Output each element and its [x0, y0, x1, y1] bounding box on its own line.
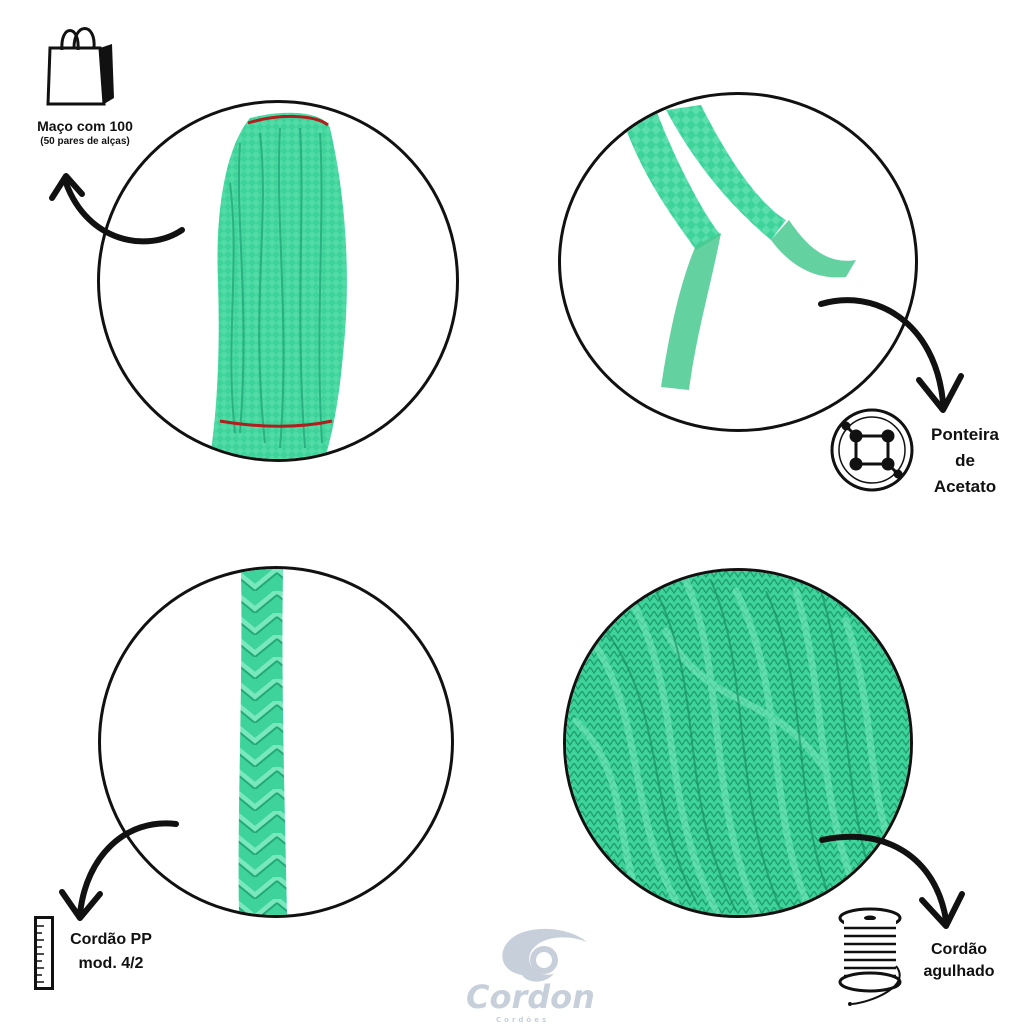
tip-photo: [621, 105, 856, 390]
brand-tagline: Cordões: [496, 1016, 550, 1024]
brand-name: Cordon: [466, 978, 595, 1016]
bundle-title: Maço com 100: [37, 118, 133, 134]
bundle-photo: [210, 112, 347, 459]
bundle-photo-circle: [97, 100, 459, 462]
needle-label-line2: agulhado: [923, 963, 995, 980]
arrow-icon-bundle: [49, 173, 185, 245]
brand-swirl-icon: [502, 928, 587, 982]
needle-photo-circle: [563, 568, 913, 918]
cord-label-line1: Cordão PP: [70, 931, 152, 948]
arrow-icon-tip: [818, 297, 964, 413]
arrow-icon-cord: [59, 820, 179, 921]
cord-photo: [238, 569, 287, 915]
tip-photo-circle: [558, 92, 918, 432]
bundle-subtitle: (50 pares de alças): [40, 136, 130, 147]
arrow-icon-needle: [819, 833, 965, 929]
thread-spool-icon: [832, 906, 912, 1010]
brand-logo: Cordon Cordões: [462, 920, 612, 1024]
ruler-icon: [34, 916, 54, 990]
cord-label-line2: mod. 4/2: [78, 955, 144, 972]
tip-label-line2: de: [955, 451, 975, 470]
tip-label-line1: Ponteira: [930, 425, 1000, 444]
molecule-icon: [828, 406, 916, 494]
tip-label-line3: Acetato: [933, 477, 997, 496]
cord-photo-circle: [98, 566, 454, 918]
shopping-bag-icon: [44, 18, 118, 108]
needle-label-line1: Cordão: [931, 941, 987, 958]
